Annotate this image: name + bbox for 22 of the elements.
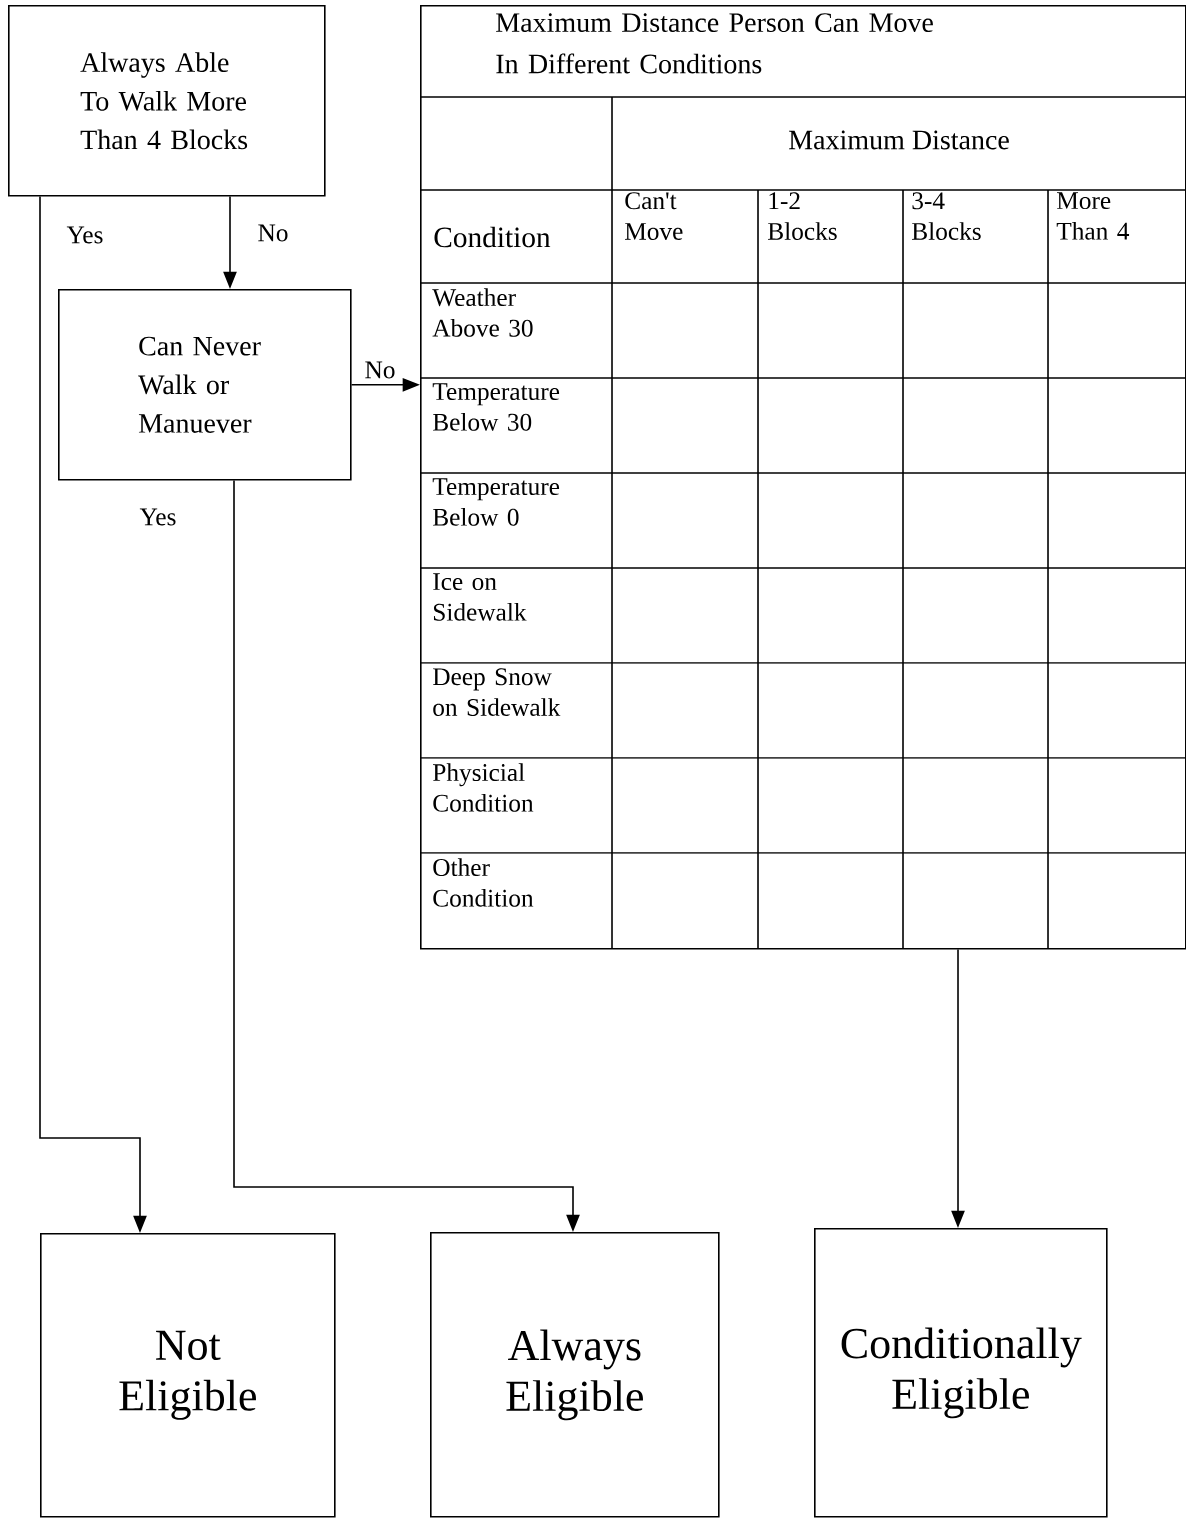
- edge-label: No: [256, 223, 290, 243]
- decision-box: Always Able To Walk More Than 4 Blocks: [8, 5, 326, 197]
- edge-label: No: [363, 360, 397, 380]
- row-header: Temperature Below 0: [432, 478, 560, 526]
- column-header: Condition: [434, 226, 551, 248]
- column-header: Maximum Distance: [789, 130, 1009, 150]
- edge-label: Yes: [138, 507, 178, 527]
- decision-box: Can Never Walk or Manuever: [58, 289, 352, 481]
- outcome-box: Conditionally Eligible: [814, 1228, 1108, 1518]
- outcome-box: Not Eligible: [40, 1233, 336, 1518]
- column-header: 1-2 Blocks: [768, 192, 837, 240]
- row-header: Other Condition: [433, 858, 534, 907]
- row-header: Weather Above 30: [432, 288, 533, 337]
- row-header: Ice on Sidewalk: [433, 573, 527, 621]
- column-header: 3-4 Blocks: [912, 192, 981, 240]
- outcome-box: Always Eligible: [430, 1232, 720, 1518]
- row-header: Temperature Below 30: [432, 383, 560, 431]
- row-header: Physicial Condition: [433, 763, 534, 812]
- column-header: Can't Move: [625, 192, 683, 240]
- edge-label: Yes: [65, 225, 105, 245]
- row-header: Deep Snow on Sidewalk: [433, 668, 561, 716]
- column-header: More Than 4: [1056, 192, 1130, 240]
